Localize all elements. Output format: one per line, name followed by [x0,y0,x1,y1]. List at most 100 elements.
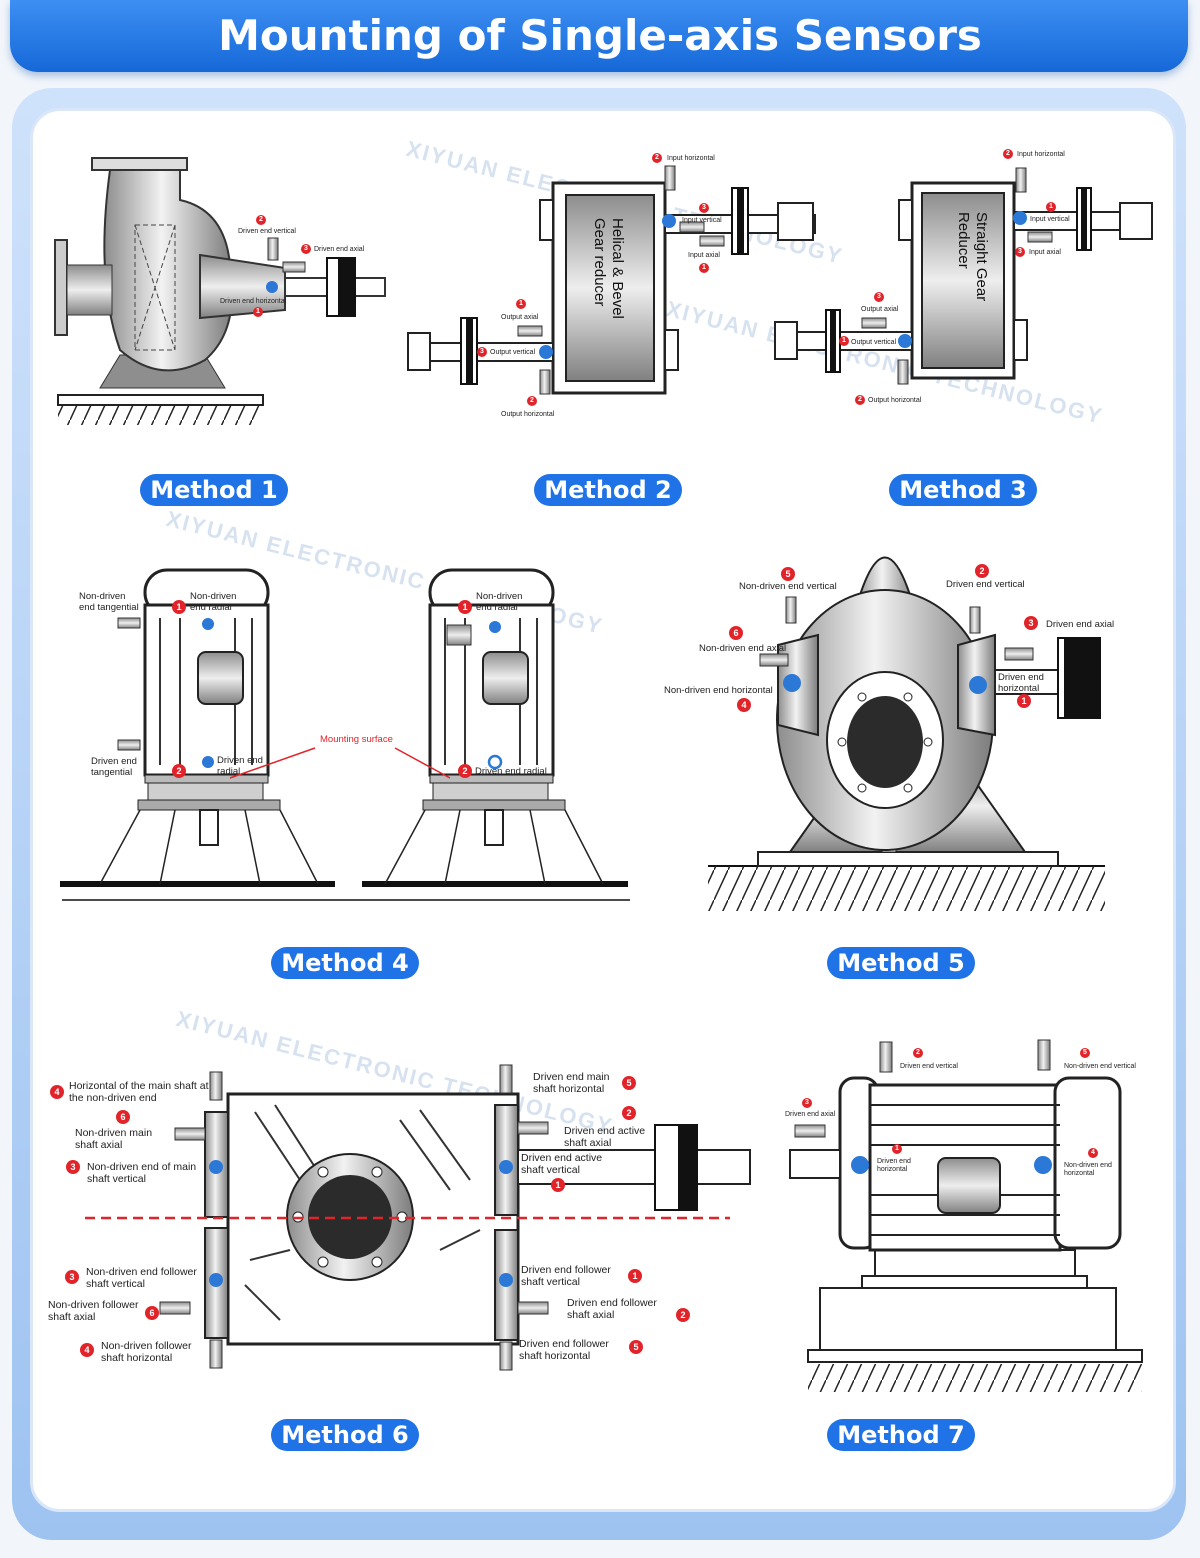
sensor-number-badge: 5 [781,567,795,581]
sensor-number-badge: 1 [1046,202,1056,212]
m6-label: Driven end main shaft horizontal [533,1071,610,1095]
m3-label: Output horizontal [868,397,922,404]
sensor-number-badge: 6 [729,626,743,640]
m2-label: Input horizontal [667,155,715,162]
m5-label: Driven end vertical [946,579,1025,590]
sensor-number-badge: 1 [551,1178,565,1192]
sensor-number-badge: 3 [874,292,884,302]
m6-label: Non-driven follower shaft horizontal [101,1340,192,1364]
m6-label: Driven end follower shaft vertical [521,1264,611,1288]
m6-label: Non-driven follower shaft axial [48,1299,139,1323]
sensor-number-badge: 4 [737,698,751,712]
method4-motors [60,568,630,901]
m5-label: Non-driven end axial [699,643,787,654]
sensor-number-badge: 3 [699,203,709,213]
sensor-number-badge: 6 [145,1306,159,1320]
m5-label: Non-driven end horizontal [664,685,773,696]
title-banner [10,0,1188,72]
sensor-number-badge: 3 [66,1160,80,1174]
m2-label: Output horizontal [501,411,555,418]
sensor-number-badge: 5 [622,1076,636,1090]
m4-label: Driven end radial [217,755,263,777]
m6-label: Non-driven main shaft axial [75,1127,153,1151]
m7-label: Driven end vertical [900,1063,958,1070]
m4-label: Driven end tangential [91,756,137,778]
m2-label: Output axial [501,314,539,321]
m1-label: Driven end vertical [238,228,296,235]
sensor-number-badge: 2 [652,153,662,163]
m4-label: Non-driven end radial [190,591,237,613]
m3-reducer-title: Straight Gear Reducer [955,212,990,302]
m1-label: Driven end horizontal [220,298,287,305]
sensor-number-badge: 3 [65,1270,79,1284]
m7-label: Non-driven end horizontal [1064,1162,1112,1177]
m3-label: Input vertical [1030,216,1070,223]
m4-mounting-surface: Mounting surface [320,734,393,745]
m3-label: Output axial [861,306,899,313]
sensor-number-badge: 5 [629,1340,643,1354]
sensor-number-badge: 1 [1017,694,1031,708]
method-label: Method 6 [271,1419,419,1455]
sensor-number-badge: 4 [50,1085,64,1099]
m2-reducer-title: Helical & Bevel Gear reducer [591,218,626,319]
sensor-number-badge: 3 [477,347,487,357]
m6-label: Driven end follower shaft horizontal [519,1338,609,1362]
method-label: Method 7 [827,1419,975,1455]
method6-gearbox [85,1064,751,1371]
method3-reducer [774,167,1153,385]
m6-label: Driven end follower shaft axial [567,1297,657,1321]
method-label: Method 4 [271,947,419,983]
sensor-number-badge: 6 [116,1110,130,1124]
method1-pump [54,157,386,425]
sensor-number-badge: 3 [301,244,311,254]
sensor-number-badge: 2 [676,1308,690,1322]
sensor-number-badge: 1 [253,307,263,317]
method-label: Method 5 [827,947,975,983]
m6-label: Non-driven end follower shaft vertical [86,1266,197,1290]
m4-label: Driven end radial [475,766,547,777]
sensor-number-badge: 2 [975,564,989,578]
sensor-number-badge: 2 [622,1106,636,1120]
sensor-number-badge: 2 [855,395,865,405]
m5-label: Driven end horizontal [998,672,1044,694]
m6-label: Driven end active shaft vertical [521,1152,603,1176]
m6-label: Driven end active shaft axial [564,1125,646,1149]
method5-fan [708,556,1105,911]
sensor-number-badge: 3 [1024,616,1038,630]
sensor-number-badge: 2 [256,215,266,225]
sensor-number-badge: 1 [839,336,849,346]
m3-label: Input axial [1029,249,1061,256]
sensor-number-badge: 1 [458,600,472,614]
method-label: Method 1 [140,474,288,510]
m2-label: Output vertical [490,349,536,356]
sensor-number-badge: 2 [458,764,472,778]
m6-label: Horizontal of the main shaft at the non-… [69,1080,209,1104]
sensor-number-badge: 1 [892,1144,902,1154]
sensor-number-badge: 2 [172,764,186,778]
m3-label: Output vertical [851,339,897,346]
m2-label: Input axial [688,252,720,259]
sensor-number-badge: 3 [802,1098,812,1108]
m1-label: Driven end axial [314,246,365,253]
m7-label: Driven end axial [785,1111,836,1118]
sensor-number-badge: 3 [1015,247,1025,257]
m7-label: Driven end horizontal [877,1158,911,1173]
sensor-number-badge: 1 [699,263,709,273]
m2-label: Input vertical [682,217,722,224]
method7-motor [789,1039,1143,1392]
m4-label: Non-driven end tangential [79,591,139,613]
m6-label: Non-driven end of main shaft vertical [87,1161,197,1185]
sensor-number-badge: 2 [527,396,537,406]
method2-reducer [407,165,816,395]
m5-label: Non-driven end vertical [739,581,837,592]
sensor-number-badge: 2 [1003,149,1013,159]
m7-label: Non-driven end vertical [1064,1063,1136,1070]
sensor-number-badge: 1 [628,1269,642,1283]
m4-label: Non-driven end radial [476,591,523,613]
m3-label: Input horizontal [1017,151,1065,158]
page-title: Mounting of Single-axis Sensors [218,11,982,60]
m5-label: Driven end axial [1046,619,1115,630]
sensor-number-badge: 4 [80,1343,94,1357]
sensor-number-badge: 4 [1088,1148,1098,1158]
